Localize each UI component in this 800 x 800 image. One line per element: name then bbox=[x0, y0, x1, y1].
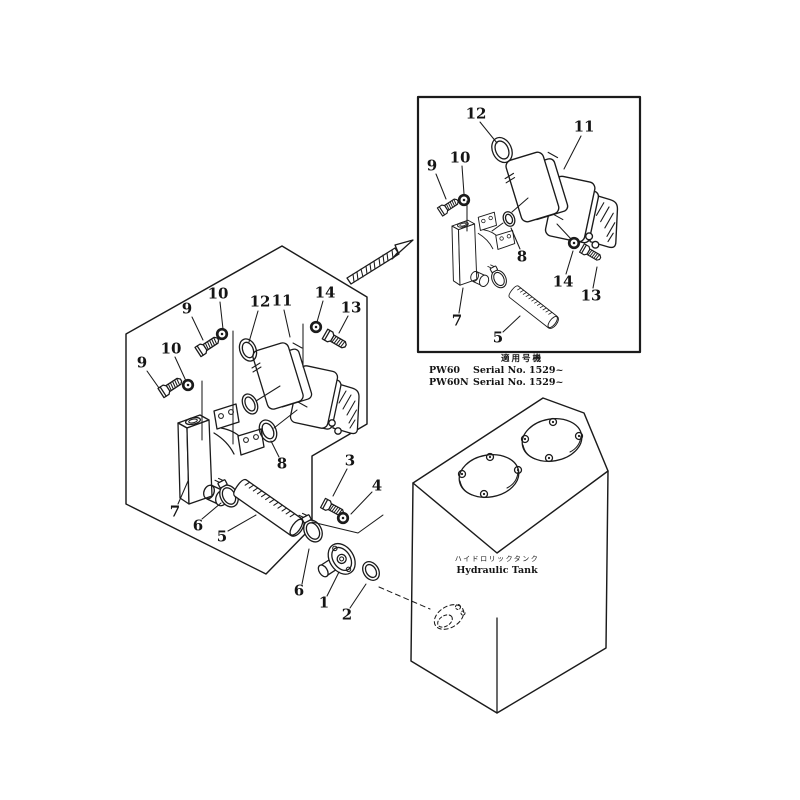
o-ring-8-inset bbox=[502, 211, 516, 227]
hose-main bbox=[230, 477, 308, 540]
part-label-7: 7 bbox=[169, 502, 181, 521]
part-label-10-lower: 10 bbox=[160, 339, 182, 358]
washer-4 bbox=[336, 511, 350, 525]
part-label-1: 1 bbox=[318, 593, 330, 612]
part-label-2: 2 bbox=[341, 605, 353, 624]
o-ring-12-inset bbox=[491, 136, 513, 164]
tank-label-en: Hydraulic Tank bbox=[456, 565, 538, 576]
o-ring-2 bbox=[362, 561, 380, 581]
washer-10-main-upper bbox=[215, 327, 229, 341]
o-ring-12-main bbox=[238, 338, 258, 362]
washer-14-inset bbox=[567, 236, 581, 250]
inset-label-13: 13 bbox=[580, 286, 602, 305]
inset-label-14: 14 bbox=[552, 272, 574, 291]
part-label-4: 4 bbox=[371, 476, 383, 495]
bolt-9-main-lower bbox=[157, 374, 185, 399]
inset-label-12: 12 bbox=[465, 104, 487, 123]
inset-label-9: 9 bbox=[426, 156, 438, 175]
suction-flange-1 bbox=[317, 542, 356, 578]
washer-14-main bbox=[309, 320, 323, 334]
bolt-9-main-upper bbox=[194, 333, 222, 358]
part-label-11: 11 bbox=[271, 291, 293, 310]
main-bracket-lines bbox=[201, 323, 384, 534]
part-label-10-upper: 10 bbox=[207, 284, 229, 303]
caption-jp-header: 適用号機 bbox=[501, 354, 544, 364]
part-label-5: 5 bbox=[216, 527, 228, 546]
hydraulic-tank-label: ハイドロリックタンク Hydraulic Tank bbox=[455, 554, 540, 576]
part-label-6-upper: 6 bbox=[192, 516, 204, 535]
part-label-13: 13 bbox=[340, 298, 362, 317]
inset-label-5: 5 bbox=[492, 328, 504, 347]
tank-port-dashed bbox=[378, 586, 466, 630]
inset-label-8: 8 bbox=[516, 247, 528, 266]
part-label-14: 14 bbox=[314, 283, 336, 302]
main-callout-leaders bbox=[146, 300, 373, 609]
tank-flange-left bbox=[457, 452, 523, 499]
hydraulic-tank bbox=[378, 397, 609, 714]
caption-row-pw60: PW60 Serial No. 1529~ bbox=[429, 365, 639, 376]
part-label-3: 3 bbox=[344, 451, 356, 470]
direction-arrow bbox=[346, 239, 414, 285]
caption-row-pw60n: PW60N Serial No. 1529~ bbox=[429, 377, 639, 388]
part-label-8: 8 bbox=[276, 454, 288, 473]
washer-10-main-lower bbox=[181, 378, 195, 392]
inset-callout-leaders bbox=[435, 121, 598, 333]
part-label-9-lower: 9 bbox=[136, 353, 148, 372]
bolt-13-main bbox=[321, 328, 350, 352]
o-ring-8a-main bbox=[241, 393, 259, 415]
inset-label-10: 10 bbox=[449, 148, 471, 167]
caption-model-pw60n: PW60N bbox=[429, 377, 469, 388]
caption-serial-pw60: Serial No. 1529~ bbox=[473, 365, 564, 376]
inset-bracket-lines bbox=[466, 197, 572, 240]
inset-label-7: 7 bbox=[451, 311, 463, 330]
caption-model-pw60: PW60 bbox=[429, 365, 461, 376]
applicability-caption: 適用号機 PW60 Serial No. 1529~ PW60N Serial … bbox=[429, 352, 639, 388]
inset-label-11: 11 bbox=[573, 117, 595, 136]
part-label-9-upper: 9 bbox=[181, 299, 193, 318]
caption-serial-pw60n: Serial No. 1529~ bbox=[473, 377, 564, 388]
tank-label-jp: ハイドロリックタンク bbox=[454, 555, 540, 563]
tank-flange-right bbox=[520, 417, 584, 463]
part-label-12: 12 bbox=[249, 292, 271, 311]
part-label-6-lower: 6 bbox=[293, 581, 305, 600]
